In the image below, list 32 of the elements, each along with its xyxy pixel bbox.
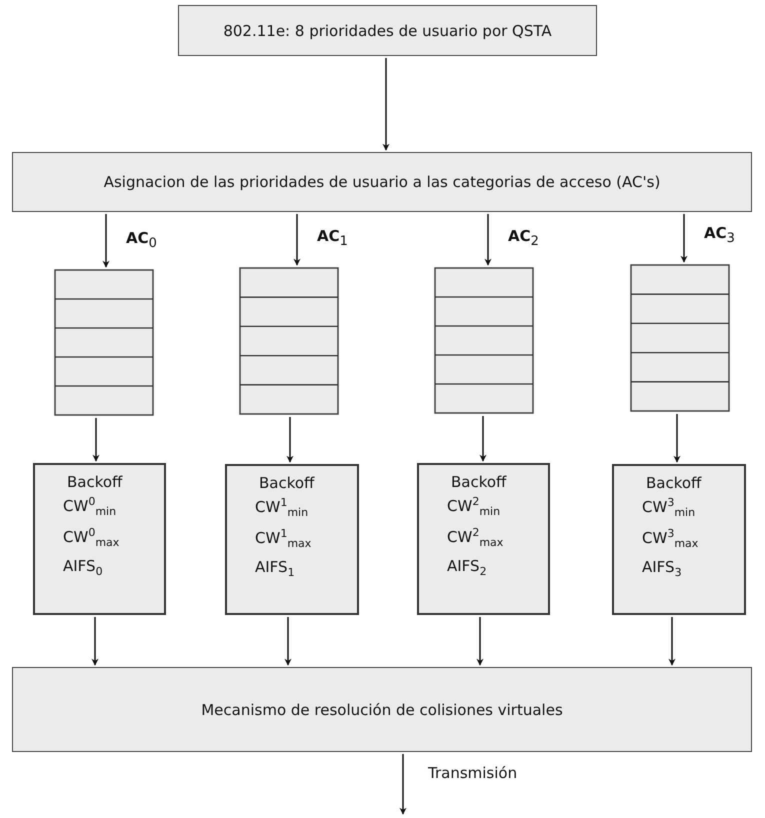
arrow <box>476 617 484 666</box>
parameter-box <box>417 463 550 615</box>
box-text: Asignacion de las prioridades de usuario a las categorias de acceso (AC's) <box>104 173 660 191</box>
arrow <box>674 414 680 463</box>
parameter-text: AIFS$_{3}$ <box>642 558 682 580</box>
arrow <box>382 58 390 151</box>
parameter-box <box>225 464 359 615</box>
arrow <box>286 417 294 463</box>
arrow <box>92 418 100 462</box>
arrow <box>102 214 110 268</box>
box-text: Mecanismo de resolución de colisiones virtuales <box>201 700 563 718</box>
arrow <box>400 754 406 815</box>
process-box <box>178 5 597 56</box>
process-box <box>12 667 752 752</box>
box-title: Backoff <box>259 474 314 492</box>
arrow <box>294 214 300 266</box>
parameter-box <box>33 463 166 615</box>
arrow <box>680 214 688 263</box>
box-title: Backoff <box>646 474 702 492</box>
parameter-box <box>612 464 746 615</box>
box-title: Backoff <box>451 473 506 491</box>
parameter-text: AIFS$_{0}$ <box>63 557 103 579</box>
box-text: 802.11e: 8 prioridades de usuario por QSTA <box>223 22 552 40</box>
arrow <box>484 214 492 266</box>
box-title: Backoff <box>67 473 122 491</box>
arrow <box>92 617 98 666</box>
process-box <box>12 152 752 212</box>
arrow <box>668 617 676 666</box>
parameter-text: AIFS$_{1}$ <box>255 558 295 580</box>
arrow <box>480 416 486 462</box>
arrow <box>284 617 292 666</box>
parameter-text: AIFS$_{2}$ <box>447 557 487 579</box>
